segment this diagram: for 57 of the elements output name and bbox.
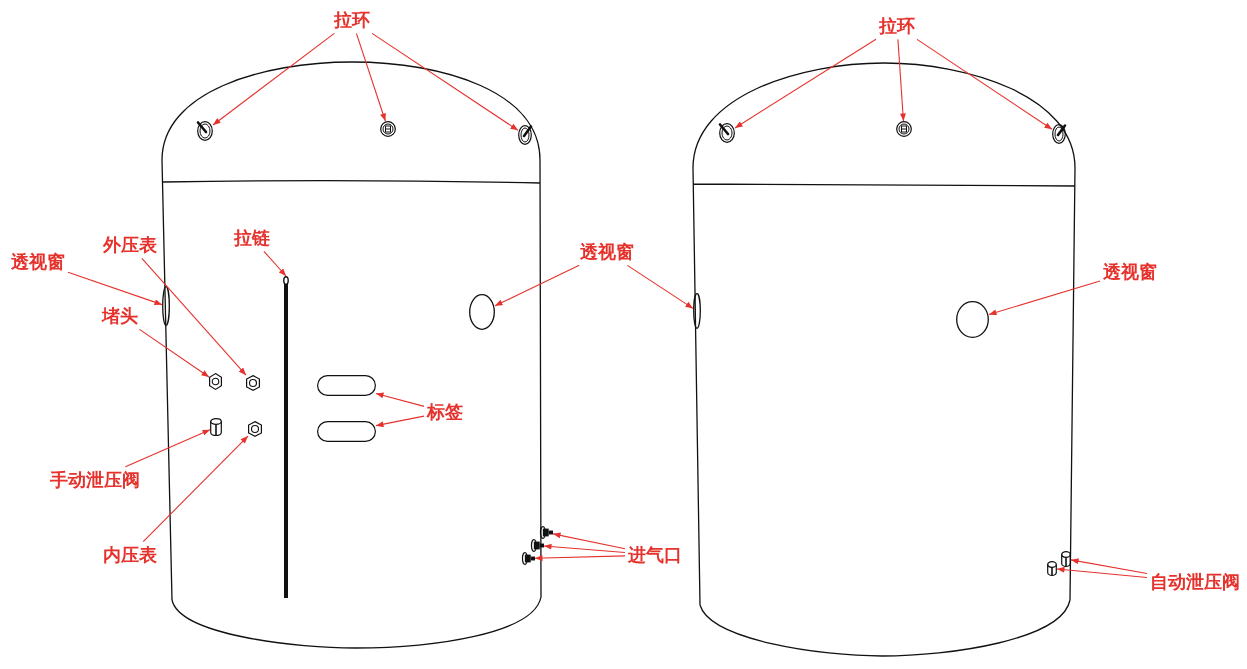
hex-nut-icon [248,421,262,437]
leader-line [375,415,425,428]
leader-line [734,38,877,129]
callout-label: 进气口 [628,544,682,566]
callout-label: 拉环 [334,9,370,31]
ring-icon [896,121,912,137]
leader-line [371,32,519,131]
valve-icon [1047,561,1057,576]
leader-line [1056,566,1148,578]
leader-line [1070,558,1148,574]
leader-line [552,532,626,550]
fitting-icon [540,526,553,539]
ring-icon [719,123,735,143]
label-patch [317,421,376,442]
leader-line [355,32,386,122]
ring-icon [380,121,396,137]
leader-line [375,392,425,407]
callout-label: 透视窗 [580,241,634,263]
hex-nut-icon [246,375,260,391]
ring-icon [197,121,213,141]
leader-line [626,264,694,309]
callout-label: 外压表 [103,234,157,256]
callout-label: 堵头 [102,305,138,327]
leader-line [494,264,580,307]
leader-line [138,328,210,378]
leader-line [142,435,249,543]
callout-label: 透视窗 [11,251,65,273]
leader-line [897,38,906,122]
oval-window [693,293,701,329]
hex-nut-icon [209,373,222,390]
fitting-icon [522,552,535,565]
zipper-line [281,276,291,598]
valve-icon [210,418,222,436]
leader-line [988,280,1101,316]
leader-line [141,257,247,376]
fitting-icon [531,539,544,552]
oval-window [956,301,989,338]
ring-icon [518,125,532,145]
leader-line [212,32,335,126]
callout-label: 透视窗 [1103,261,1157,283]
oval-window [469,294,495,330]
leader-line [67,271,163,306]
callout-label: 标签 [427,401,463,423]
callout-label: 拉链 [234,227,270,249]
leader-line [124,429,211,468]
callout-label: 拉环 [879,15,915,37]
callout-label: 内压表 [103,544,157,566]
label-patch [317,375,376,396]
leader-line [263,250,287,277]
callout-label: 手动泄压阀 [50,469,140,491]
oval-window [162,286,170,326]
leader-line [534,555,626,562]
valve-icon [1061,551,1071,567]
callout-label: 自动泄压阀 [1150,571,1240,593]
ring-icon [1052,124,1066,144]
leader-line [543,543,626,554]
leader-line [916,38,1053,130]
